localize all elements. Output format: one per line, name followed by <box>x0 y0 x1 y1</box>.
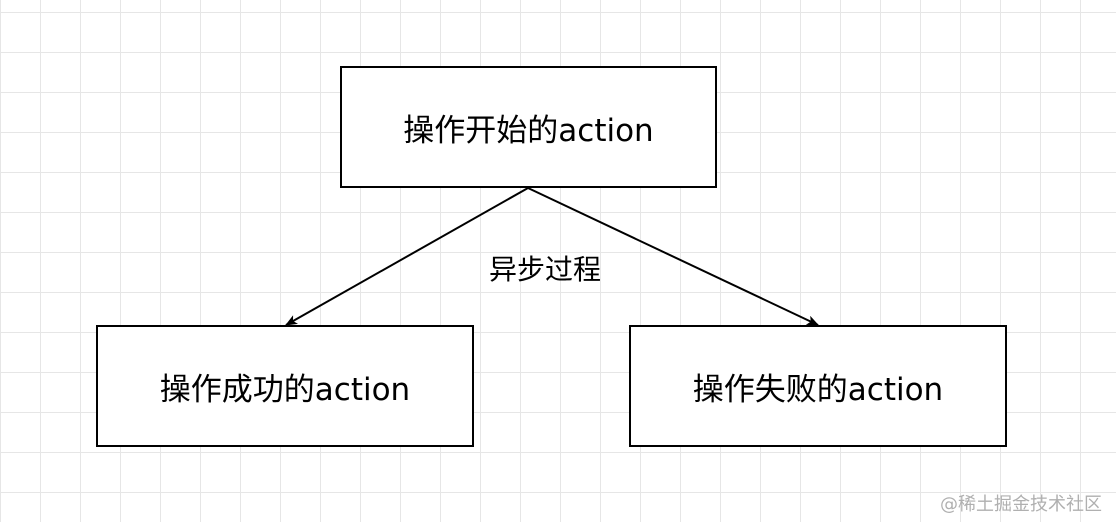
start-action-label: 操作开始的action <box>403 112 654 149</box>
failure-action-node: 操作失败的action <box>629 325 1007 447</box>
async-process-label: 异步过程 <box>488 253 601 286</box>
success-action-label: 操作成功的action <box>159 371 411 408</box>
watermark: @稀土掘金技术社区 <box>940 494 1102 515</box>
success-action-node: 操作成功的action <box>96 325 474 447</box>
arrow-to-failure <box>527 187 819 326</box>
arrow-to-success <box>285 187 529 326</box>
failure-action-label: 操作失败的action <box>692 371 944 408</box>
start-action-node: 操作开始的action <box>340 66 717 188</box>
